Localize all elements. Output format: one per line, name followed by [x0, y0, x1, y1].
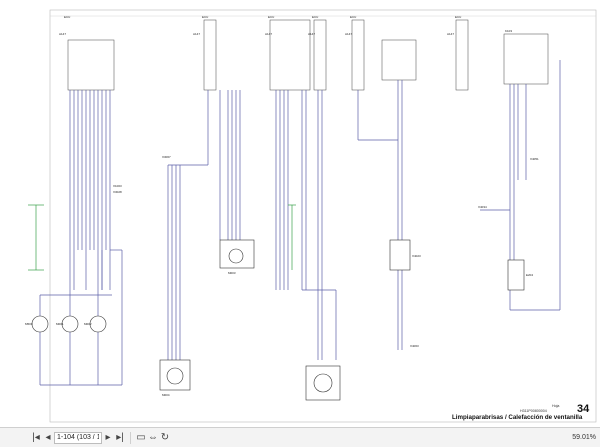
- svg-text:A147: A147: [345, 32, 352, 36]
- ecu-label-5: ECU: [350, 15, 356, 19]
- motor-m001: M001: [56, 322, 64, 326]
- ecu-label-3: ECU: [268, 15, 274, 19]
- connector-k103: K103: [505, 29, 512, 33]
- ecu-box-1: [67, 39, 115, 91]
- motor-m003: M003: [228, 271, 236, 275]
- ecu-box-4: [313, 19, 327, 91]
- green-strip-2: [288, 204, 296, 270]
- connector-x4023: X4023: [412, 254, 421, 258]
- motor-box-m004: [159, 359, 191, 391]
- page-number-input[interactable]: [54, 431, 102, 444]
- heater-x4023: [389, 239, 411, 271]
- ecu-labels: ECU ECU ECU ECU ECU ECU: [64, 15, 461, 19]
- col34-wires: [275, 90, 337, 360]
- ecu-label-2: ECU: [202, 15, 208, 19]
- footer-hoja: Hoja: [552, 404, 559, 408]
- rotate-icon[interactable]: ↻: [160, 432, 170, 443]
- svg-text:A147: A147: [447, 32, 454, 36]
- heater-e204: [507, 259, 525, 291]
- fit-width-icon[interactable]: ⇔: [148, 432, 158, 443]
- col5-wires: [357, 80, 403, 350]
- ecu-box-3: [269, 19, 311, 91]
- footer-page-number: 34: [577, 403, 590, 415]
- ecu-box-1-label: A147: [59, 32, 66, 36]
- svg-text:A147: A147: [308, 32, 315, 36]
- green-strip-1: [28, 204, 44, 271]
- ecu-box-5: [351, 19, 365, 91]
- motor-m500: M500: [25, 322, 33, 326]
- ecu-label-4: ECU: [312, 15, 318, 19]
- ecu-box-2: [203, 19, 217, 91]
- connector-e204: E204: [526, 273, 533, 277]
- prev-page-icon[interactable]: ◂: [45, 432, 51, 443]
- motor-m002: M002: [84, 322, 92, 326]
- relay-box: [381, 39, 417, 81]
- col1-wires: [69, 90, 111, 290]
- col2-wires: [167, 90, 241, 360]
- first-page-icon[interactable]: |◂: [32, 432, 40, 443]
- connector-x4034: X4034: [478, 205, 487, 209]
- footer-title: Limpiaparabrisas / Calefacción de ventan…: [452, 414, 583, 421]
- motors-col1: [31, 315, 107, 333]
- ecu-label-1: ECU: [64, 15, 70, 19]
- svg-text:A147: A147: [193, 32, 200, 36]
- ecu-label-6: ECU: [455, 15, 461, 19]
- connector-x1003: X1003: [113, 184, 122, 188]
- connector-x3028: X3028: [113, 190, 122, 194]
- connector-x3067: X3067: [162, 155, 171, 159]
- connector-x4063: X4063: [410, 344, 419, 348]
- viewer-toolbar: |◂ ◂ ▸ ▸| ▭ ⇔ ↻ 59.01%: [0, 427, 600, 447]
- zoom-level[interactable]: 59.01%: [572, 434, 596, 441]
- ecu-box-6: [455, 19, 469, 91]
- motor-box-m003: [219, 239, 255, 269]
- last-page-icon[interactable]: ▸|: [116, 432, 124, 443]
- relay-k103: [503, 33, 549, 85]
- fit-page-icon[interactable]: ▭: [136, 432, 146, 443]
- next-page-icon[interactable]: ▸: [105, 432, 111, 443]
- connector-x4051: X4051: [530, 157, 539, 161]
- document-page: ECU ECU ECU ECU ECU ECU A147 X10: [25, 9, 597, 423]
- footer-doc-code: H311P00800004: [520, 409, 547, 413]
- motor-box-m004b: [305, 365, 341, 401]
- page-frame: [49, 9, 597, 423]
- motor-m004: M004: [162, 393, 170, 397]
- svg-text:A147: A147: [265, 32, 272, 36]
- wiring-diagram: ECU ECU ECU ECU ECU ECU A147 X10: [25, 9, 597, 423]
